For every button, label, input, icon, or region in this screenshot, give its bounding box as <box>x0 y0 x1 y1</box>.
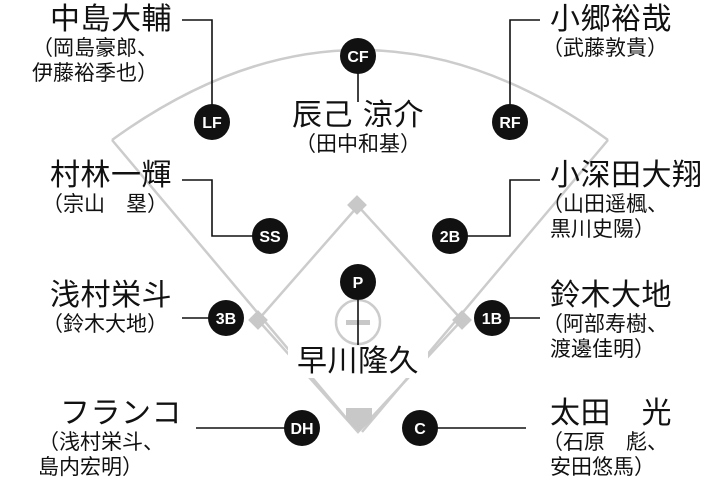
marker-rf: RF <box>492 104 528 140</box>
marker-1b-label: 1B <box>482 311 502 328</box>
marker-1b: 1B <box>474 300 510 336</box>
first-base <box>452 310 472 330</box>
infield-diamond <box>256 204 464 434</box>
sub-2b-1: （山田遥楓、 <box>542 192 668 217</box>
player-name-lf: 中島大輔 <box>50 2 172 37</box>
marker-2b-label: 2B <box>440 229 460 246</box>
player-name-2b: 小深田大翔 <box>550 158 703 193</box>
label-c: 太田 光 （石原 彪、 安田悠馬） <box>542 396 672 479</box>
sub-c-2: 安田悠馬） <box>550 454 655 479</box>
marker-cf: CF <box>340 38 376 74</box>
player-name-3b: 浅村栄斗 <box>50 278 172 313</box>
label-1b: 鈴木大地 （阿部寿樹、 渡邊佳明） <box>542 278 672 361</box>
sub-3b-1: （鈴木大地） <box>42 312 168 337</box>
third-base <box>248 310 268 330</box>
second-base <box>347 195 367 215</box>
marker-dh: DH <box>284 410 320 446</box>
marker-2b: 2B <box>432 218 468 254</box>
marker-dh-label: DH <box>290 421 313 438</box>
leader-ss <box>182 179 268 237</box>
marker-3b-label: 3B <box>216 311 236 328</box>
player-name-p: 早川隆久 <box>288 345 428 379</box>
marker-lf-label: LF <box>202 115 222 132</box>
label-3b: 浅村栄斗 （鈴木大地） <box>42 278 172 337</box>
marker-c-label: C <box>414 421 426 438</box>
sub-cf-1: （田中和基） <box>295 132 421 157</box>
sub-lf-1: （岡島豪郎、 <box>32 36 158 61</box>
label-cf: 辰己 涼介 （田中和基） <box>280 98 436 157</box>
home-plate <box>346 408 372 432</box>
marker-3b: 3B <box>208 300 244 336</box>
player-name-ss: 村林一輝 <box>50 158 172 193</box>
leader-lf <box>182 19 213 122</box>
label-p: 早川隆久 <box>288 345 428 379</box>
player-name-dh: フランコ <box>60 396 182 431</box>
marker-lf: LF <box>194 104 230 140</box>
player-name-c: 太田 光 <box>550 396 672 431</box>
marker-cf-label: CF <box>347 49 369 66</box>
marker-ss: SS <box>252 218 288 254</box>
label-2b: 小深田大翔 （山田遥楓、 黒川史陽） <box>542 158 703 241</box>
sub-c-1: （石原 彪、 <box>542 430 668 455</box>
left-foul-line <box>111 139 359 433</box>
sub-rf-1: （武藤敦貴） <box>542 36 668 61</box>
marker-p: P <box>340 264 376 300</box>
label-dh: フランコ （浅村栄斗、 島内宏明） <box>38 396 182 479</box>
sub-lf-2: 伊藤裕季也） <box>32 60 158 85</box>
marker-p-label: P <box>353 275 364 292</box>
sub-dh-1: （浅村栄斗、 <box>38 430 164 455</box>
label-ss: 村林一輝 （宗山 塁） <box>42 158 172 217</box>
player-name-1b: 鈴木大地 <box>550 278 672 313</box>
marker-c: C <box>402 410 438 446</box>
marker-ss-label: SS <box>259 229 281 246</box>
sub-1b-2: 渡邊佳明） <box>550 336 655 361</box>
sub-ss-1: （宗山 塁） <box>42 192 168 217</box>
label-lf: 中島大輔 （岡島豪郎、 伊藤裕季也） <box>32 2 172 85</box>
marker-rf-label: RF <box>499 115 521 132</box>
label-rf: 小郷裕哉 （武藤敦貴） <box>542 2 672 61</box>
sub-1b-1: （阿部寿樹、 <box>542 312 668 337</box>
leader-2b <box>452 179 540 237</box>
sub-dh-2: 島内宏明） <box>38 454 143 479</box>
sub-2b-2: 黒川史陽） <box>550 216 655 241</box>
leader-rf <box>509 19 540 122</box>
player-name-cf: 辰己 涼介 <box>291 98 425 133</box>
player-name-rf: 小郷裕哉 <box>550 2 672 37</box>
